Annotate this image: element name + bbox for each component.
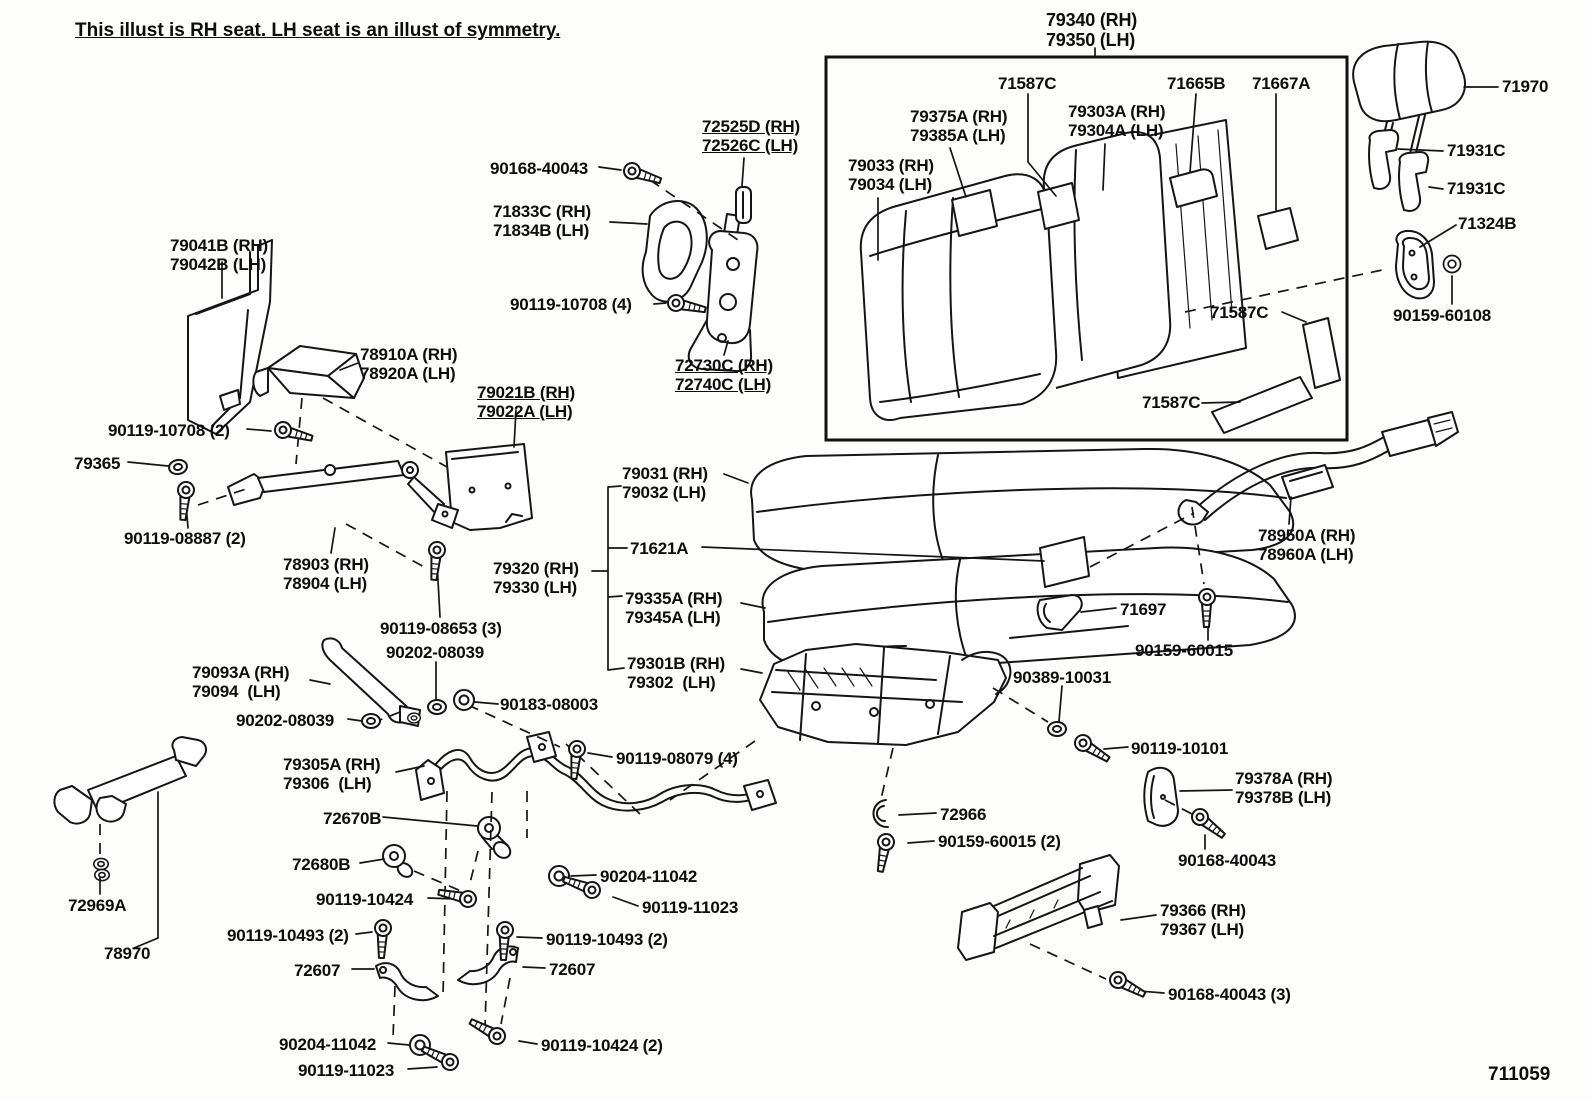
label-71587c-b: 71587C (1210, 303, 1269, 322)
label-90119-11023-a: 90119-11023 (642, 898, 739, 917)
backrest-cushion-drawing (859, 173, 1058, 421)
label-90119-10424: 90119-10424 (316, 890, 414, 909)
label-90119-10493-b: 90119-10493 (2) (546, 930, 668, 949)
label-79033: 79033 (RH)79034 (LH) (848, 156, 934, 194)
label-79378a: 79378A (RH)79378B (LH) (1235, 769, 1333, 807)
hinge-cover-box-drawing (252, 345, 365, 399)
label-90168-40043-b: 90168-40043 (1178, 851, 1277, 870)
label-78903: 78903 (RH)78904 (LH) (283, 555, 369, 593)
label-78910a: 78910A (RH)78920A (LH) (360, 345, 458, 383)
label-79320: 79320 (RH)79330 (LH) (493, 559, 579, 597)
label-72607-b: 72607 (549, 960, 596, 979)
label-71931c-a: 71931C (1447, 141, 1506, 160)
label-79305a: 79305A (RH)79306 (LH) (283, 755, 381, 793)
drawing-number: 711059 (1488, 1064, 1551, 1085)
label-90119-08079: 90119-08079 (4) (616, 749, 738, 768)
cushion-flag-drawing (1039, 536, 1090, 588)
seat-wire-drawing (415, 731, 777, 812)
label-71931c-b: 71931C (1447, 179, 1506, 198)
lever-drawing-left (375, 962, 439, 1002)
hinge-cover-kidney-drawing (641, 200, 708, 303)
seat-track-drawing (957, 854, 1120, 961)
crossmember-drawing (53, 736, 207, 882)
knob-drawing-72680b (382, 844, 414, 878)
label-90204-11042-a: 90204-11042 (600, 867, 698, 886)
hook-drawing (872, 799, 889, 829)
stabilizer-link-drawing (321, 637, 421, 727)
label-71621a: 71621A (630, 539, 689, 558)
label-71665b: 71665B (1167, 74, 1226, 93)
label-79041b: 79041B (RH)79042B (LH) (170, 236, 268, 274)
label-90202-08039-a: 90202-08039 (386, 643, 485, 662)
label-90168-40043-3: 90168-40043 (3) (1168, 985, 1291, 1004)
label-71587c-a: 71587C (998, 74, 1057, 93)
label-90119-11023-b: 90119-11023 (298, 1061, 395, 1080)
label-90183-08003: 90183-08003 (500, 695, 599, 714)
label-79340: 79340 (RH)79350 (LH) (1046, 10, 1138, 50)
label-79093a: 79093A (RH)79094 (LH) (192, 663, 290, 701)
label-90389-10031: 90389-10031 (1013, 668, 1112, 687)
label-72607-a: 72607 (294, 961, 341, 980)
label-72525d: 72525D (RH)72526C (LH) (702, 117, 800, 155)
label-90202-08039-b: 90202-08039 (236, 711, 335, 730)
label-78970: 78970 (104, 944, 151, 963)
label-79021b: 79021B (RH)79022A (LH) (477, 383, 575, 421)
clip-drawing (735, 186, 752, 224)
label-71970: 71970 (1502, 77, 1549, 96)
label-90119-08887: 90119-08887 (2) (124, 529, 246, 548)
label-79366: 79366 (RH)79367 (LH) (1160, 901, 1246, 939)
label-71833c: 71833C (RH)71834B (LH) (493, 202, 591, 240)
label-72680b: 72680B (292, 855, 351, 874)
label-72966: 72966 (940, 805, 987, 824)
label-90168-40043-a: 90168-40043 (490, 159, 589, 178)
hinge-bracket-drawing (227, 460, 459, 529)
small-panel-drawing (445, 443, 533, 531)
recliner-cover-drawing (1395, 229, 1435, 300)
headrest-support-drawing (1368, 129, 1430, 212)
label-90119-10493-a: 90119-10493 (2) (227, 926, 349, 945)
label-72670b: 72670B (323, 809, 382, 828)
label-71324b: 71324B (1458, 214, 1517, 233)
seat-belt-drawing (1177, 411, 1459, 526)
label-90119-10101: 90119-10101 (1131, 739, 1229, 758)
label-71667a: 71667A (1252, 74, 1311, 93)
side-panel-drawing (187, 239, 273, 435)
label-90159-60015-2: 90159-60015 (2) (938, 832, 1061, 851)
cushion-clamp-drawing (1036, 594, 1083, 631)
label-78950a: 78950A (RH)78960A (LH) (1258, 526, 1356, 564)
label-90119-10708-2: 90119-10708 (2) (108, 421, 230, 440)
label-71697: 71697 (1120, 600, 1167, 619)
backrest-frame-drawing (1042, 131, 1172, 389)
label-90119-10424-2: 90119-10424 (2) (541, 1036, 663, 1055)
seat-frame-drawing (759, 643, 1012, 746)
label-72969a: 72969A (68, 896, 127, 915)
label-90119-10708-4: 90119-10708 (4) (510, 295, 632, 314)
label-79301b: 79301B (RH)79302 (LH) (627, 654, 725, 692)
label-79335a: 79335A (RH)79345A (LH) (625, 589, 723, 627)
label-79375a: 79375A (RH)79385A (LH) (910, 107, 1008, 145)
note-text: This illust is RH seat. LH seat is an il… (75, 20, 561, 41)
label-79365: 79365 (74, 454, 121, 473)
label-72730c: 72730C (RH)72740C (LH) (675, 356, 773, 394)
leader-lines (99, 86, 1499, 1070)
knob-drawing-72670b (477, 816, 512, 859)
label-79303a: 79303A (RH)79304A (LH) (1068, 102, 1166, 140)
label-71587c-c: 71587C (1142, 393, 1201, 412)
backrest-pads-drawing (951, 168, 1341, 434)
label-90159-60015-a: 90159-60015 (1135, 641, 1234, 660)
track-cover-plate-drawing (1143, 766, 1179, 827)
backrest-assembly-box (824, 47, 1349, 442)
label-90204-11042-b: 90204-11042 (279, 1035, 377, 1054)
seat-cushion-lower-drawing (761, 546, 1296, 674)
label-79031: 79031 (RH)79032 (LH) (622, 464, 708, 502)
label-90159-60108: 90159-60108 (1393, 306, 1492, 325)
label-90119-08653: 90119-08653 (3) (380, 619, 502, 638)
seat-cushion-upper-drawing (750, 447, 1295, 574)
